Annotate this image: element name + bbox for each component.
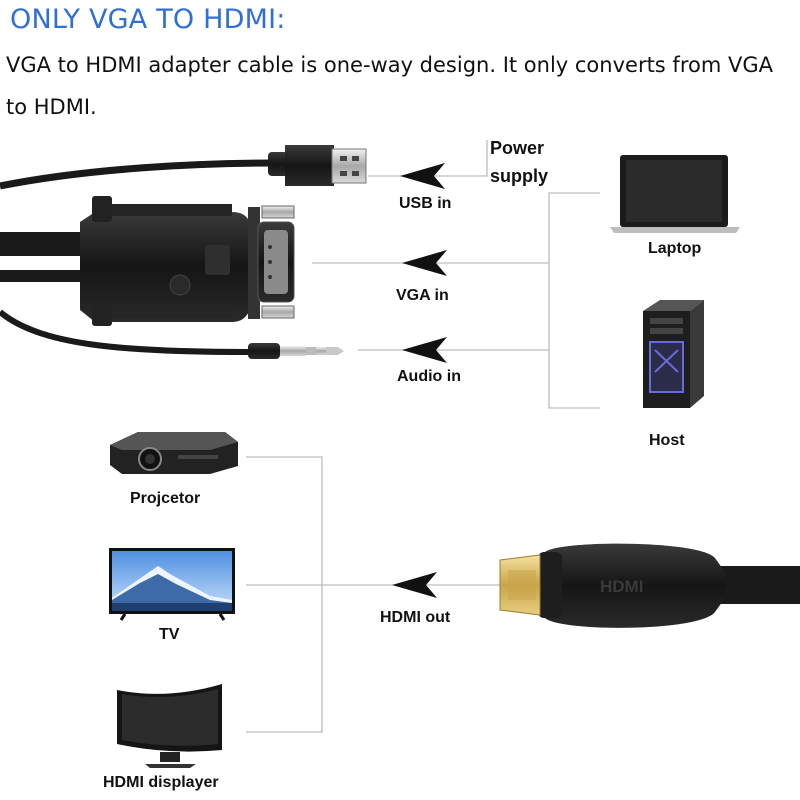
hdmi-displayer-label: HDMI displayer bbox=[103, 774, 219, 791]
adapter-cable-bundle bbox=[0, 159, 277, 355]
vga-connector-icon bbox=[80, 196, 295, 326]
audio-in-label: Audio in bbox=[397, 368, 461, 385]
page-title: ONLY VGA TO HDMI: bbox=[10, 4, 286, 35]
usb-arrow-icon bbox=[400, 163, 445, 189]
audio-jack-icon bbox=[248, 343, 344, 359]
tv-label: TV bbox=[159, 626, 180, 643]
projector-icon bbox=[110, 432, 238, 474]
laptop-icon bbox=[610, 155, 740, 233]
arrows bbox=[392, 163, 447, 598]
projector-label: Projcetor bbox=[130, 490, 201, 507]
source-bracket bbox=[548, 192, 600, 409]
connection-lines bbox=[246, 140, 600, 733]
hdmi-arrow-icon bbox=[392, 572, 437, 598]
tv-icon bbox=[109, 548, 235, 621]
audio-arrow-icon bbox=[402, 337, 447, 363]
laptop-label: Laptop bbox=[648, 240, 702, 257]
output-bracket bbox=[246, 456, 323, 733]
hdmi-out-label: HDMI out bbox=[380, 609, 451, 626]
usb-connector-icon bbox=[268, 145, 367, 186]
hdmi-plug-text: HDMI bbox=[600, 577, 643, 596]
usb-in-label: USB in bbox=[399, 195, 452, 212]
power-supply-label: Power supply bbox=[490, 138, 549, 186]
vga-arrow-icon bbox=[402, 250, 447, 276]
hdmi-connector-icon: HDMI bbox=[499, 543, 800, 628]
vga-in-label: VGA in bbox=[396, 287, 449, 304]
monitor-icon bbox=[117, 684, 222, 768]
page-description: VGA to HDMI adapter cable is one-way des… bbox=[6, 53, 773, 119]
host-icon bbox=[643, 300, 704, 408]
host-label: Host bbox=[649, 432, 685, 449]
